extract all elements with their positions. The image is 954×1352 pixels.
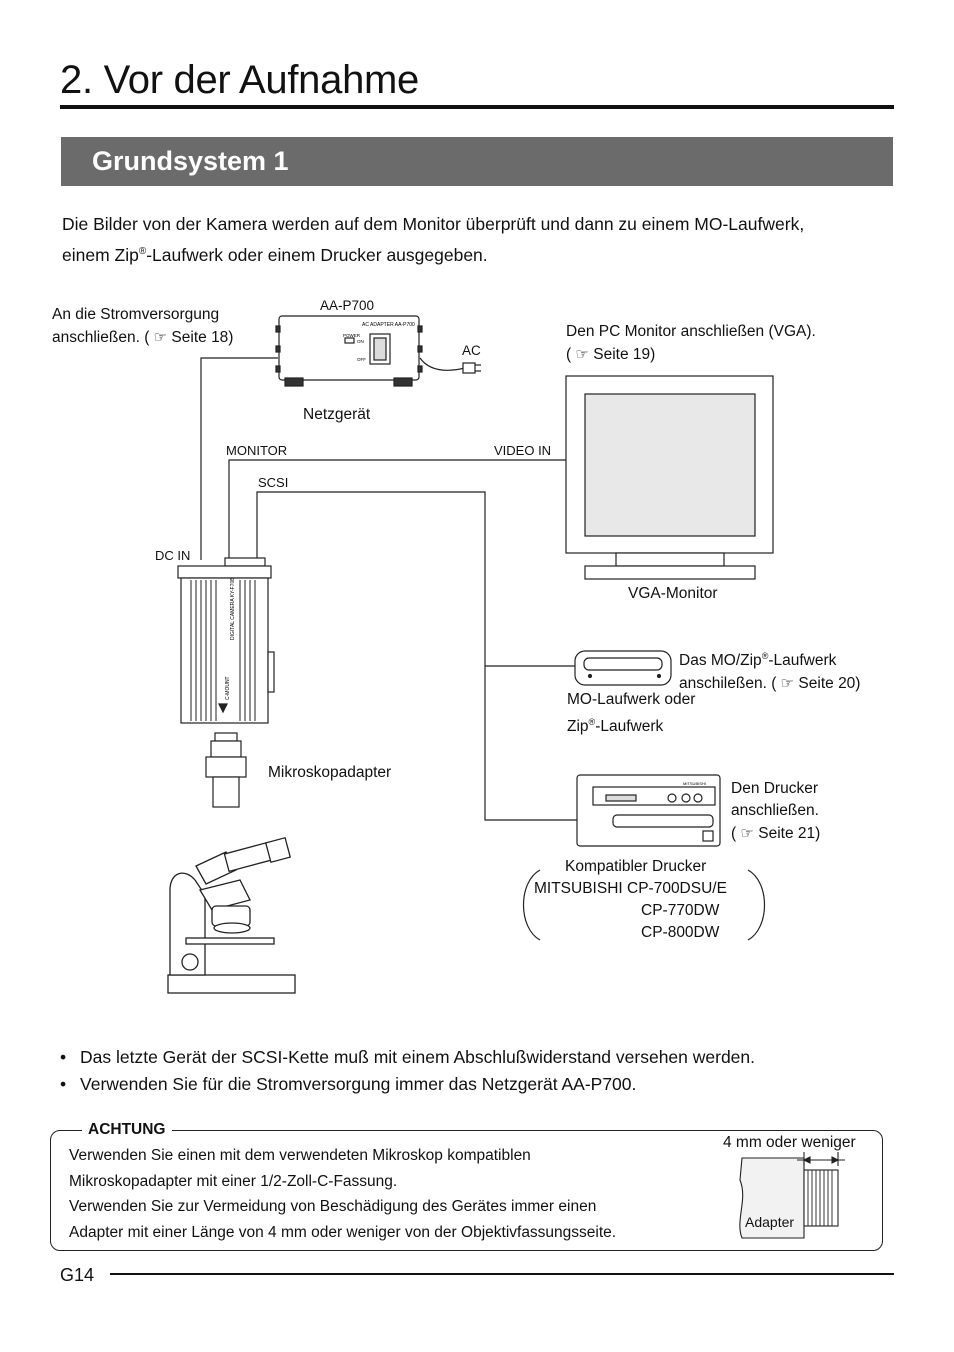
adapter-on-text: ON: [357, 339, 364, 344]
compatible-printers: Kompatibler Drucker MITSUBISHI CP-700DSU…: [534, 858, 727, 941]
page-title: 2. Vor der Aufnahme: [60, 58, 419, 102]
title-rule: [60, 105, 894, 109]
caution-box: [50, 1130, 883, 1251]
microscope-adapter-label: Mikroskopadapter: [268, 764, 392, 781]
adapter-off-text: OFF: [357, 357, 366, 362]
adapter-illustration: [739, 1152, 845, 1239]
ac-label: AC: [462, 343, 481, 358]
ac-adapter-device: [275, 315, 481, 387]
printer-note: Den Drucker anschließen. ( ☞ Seite 21): [731, 780, 821, 842]
scsi-cable-printer: [484, 666, 577, 821]
monitor-note: Den PC Monitor anschließen (VGA). ( ☞ Se…: [566, 323, 816, 363]
adapter-model-label: AA-P700: [320, 298, 375, 313]
ac-cable: [419, 357, 466, 371]
power-note: An die Stromversorgung anschließen. ( ☞ …: [52, 306, 234, 346]
mo-note: Das MO/Zip®-Laufwerk anschileßen. ( ☞ Se…: [679, 651, 861, 693]
vga-monitor-label: VGA-Monitor: [628, 585, 718, 602]
intro-line-2: einem Zip®-Laufwerk oder einem Drucker a…: [62, 244, 488, 265]
compatible-bracket: [522, 869, 766, 941]
mo-device-label: MO-Laufwerk oder Zip®-Laufwerk: [567, 691, 696, 736]
microscope-device: [167, 836, 296, 994]
pointing-hand-icon: ☞: [780, 674, 795, 693]
section-bar: [61, 137, 893, 186]
netzgeraet-label: Netzgerät: [303, 406, 371, 423]
footer-rule: [110, 1273, 894, 1275]
page-number: G14: [60, 1265, 95, 1285]
pointing-hand-icon: ☞: [740, 824, 754, 842]
mo-drive-device: [574, 650, 672, 686]
port-monitor-label: MONITOR: [226, 443, 288, 458]
caution-label: ACHTUNG: [82, 1120, 172, 1140]
pointing-hand-icon: ☞: [575, 345, 589, 363]
list-item: •Verwenden Sie für die Stromversorgung i…: [60, 1074, 637, 1094]
port-dc-in-label: DC IN: [155, 548, 191, 563]
printer-brand-text: MITSUBISHI: [683, 781, 706, 786]
camera-model-text: DIGITAL CAMERA KY-F70B: [230, 577, 236, 640]
monitor-cable: [228, 459, 566, 560]
section-title: Grundsystem 1: [92, 146, 289, 176]
scsi-cable-camera: [256, 491, 575, 667]
dc-cable: [200, 357, 278, 560]
notes-list: •Das letzte Gerät der SCSI-Kette muß mit…: [60, 1044, 755, 1098]
pointing-hand-icon: ☞: [153, 328, 168, 346]
adapter-figure-label: Adapter: [745, 1214, 795, 1230]
port-scsi-label: SCSI: [258, 475, 289, 490]
printer-device: [576, 774, 721, 847]
camera-mount-text: C-MOUNT: [225, 676, 231, 700]
adapter-power-text: POWER: [343, 333, 361, 338]
camera-device: [177, 557, 275, 808]
port-video-in-label: VIDEO IN: [494, 443, 552, 458]
intro-line-1: Die Bilder von der Kamera werden auf dem…: [62, 214, 805, 234]
intro-paragraph: Die Bilder von der Kamera werden auf dem…: [62, 211, 912, 269]
adapter-panel-title: AC ADAPTER AA-P700: [362, 322, 415, 328]
list-item: •Das letzte Gerät der SCSI-Kette muß mit…: [60, 1047, 756, 1067]
vga-monitor-device: [565, 375, 774, 580]
adapter-dimension-label: 4 mm oder weniger: [723, 1134, 856, 1151]
caution-text: Verwenden Sie einen mit dem verwendeten …: [69, 1147, 617, 1241]
